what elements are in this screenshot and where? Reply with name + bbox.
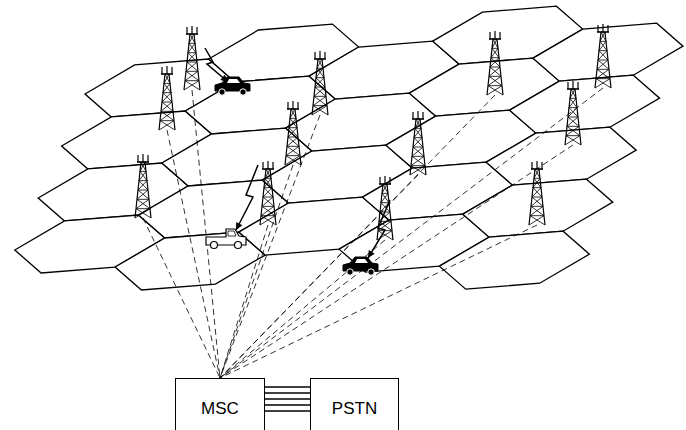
network-box: PSTN [310, 378, 399, 430]
dashed-link [220, 88, 603, 378]
box-label: MSC [201, 399, 239, 419]
dashed-link [220, 95, 495, 378]
network-box: MSC [175, 378, 265, 430]
lightning-bolt [368, 200, 390, 258]
hex-cell [510, 75, 660, 133]
dashed-link [167, 130, 220, 378]
lightning-bolt [205, 48, 228, 82]
cell-tower [159, 66, 175, 130]
dashed-link [220, 165, 293, 378]
trunk-line [265, 392, 310, 393]
dashed-link [220, 240, 385, 378]
dashed-link [220, 145, 573, 378]
hex-cell [463, 179, 613, 237]
hex-cells [15, 6, 683, 290]
cell-tower [184, 26, 200, 90]
hex-cell [533, 23, 683, 81]
cell-tower [285, 101, 301, 165]
lightning-bolt [236, 165, 258, 230]
pickup-truck [206, 229, 246, 249]
dashed-link [220, 115, 320, 378]
backhaul-links [143, 88, 603, 378]
hex-cell [486, 127, 636, 185]
bolt-head [236, 222, 242, 230]
dashed-link [192, 90, 220, 378]
cell-tower [529, 161, 545, 225]
cell-tower [410, 111, 426, 175]
cell-tower [565, 81, 581, 145]
cell-tower [260, 161, 276, 225]
trunk-line [265, 404, 310, 405]
car [343, 257, 378, 275]
cell-tower [135, 154, 151, 218]
cell-tower [595, 24, 611, 88]
hex-cell [439, 231, 589, 289]
box-label: PSTN [332, 399, 377, 419]
dashed-link [220, 225, 537, 378]
trunk-line [265, 410, 310, 411]
dashed-link [220, 225, 268, 378]
bolt-head [368, 250, 375, 258]
trunk-connector [265, 387, 310, 411]
car [215, 77, 250, 95]
cell-tower [487, 31, 503, 95]
radio-links [205, 48, 390, 258]
trunk-line [265, 386, 310, 387]
cell-tower [312, 51, 328, 115]
dashed-link [220, 175, 418, 378]
trunk-line [265, 398, 310, 399]
towers [135, 24, 611, 240]
